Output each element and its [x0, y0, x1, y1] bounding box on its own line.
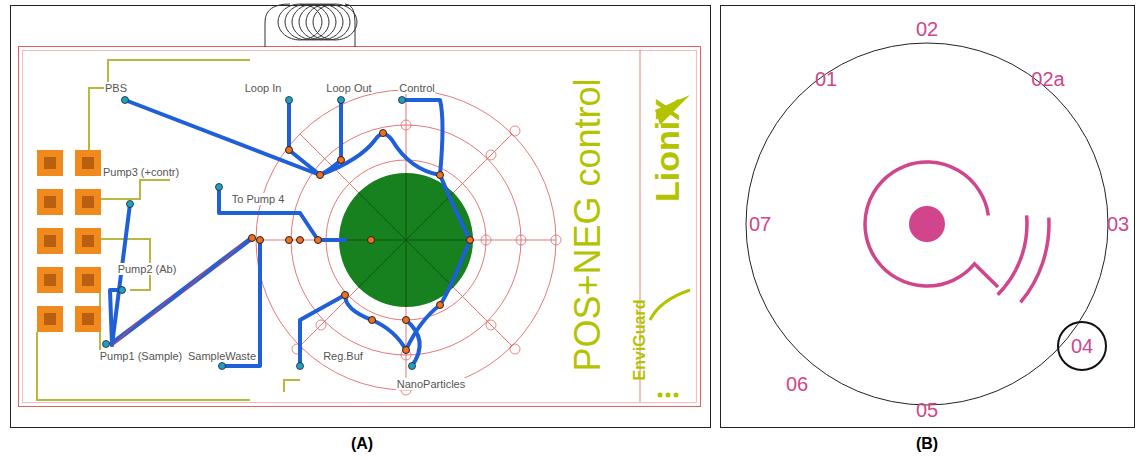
port-label: PBS: [104, 82, 128, 94]
port-number: 06: [786, 373, 808, 395]
port-label: Loop In: [244, 82, 283, 94]
port-label: Control: [398, 82, 435, 94]
port-number: 01: [815, 68, 837, 90]
highlight-circle: 04: [1057, 321, 1107, 371]
logo-text: LioniX: [649, 98, 686, 202]
port-label: Pump2 (Ab): [117, 263, 178, 275]
port-number: 05: [916, 399, 938, 421]
port-number: 03: [1107, 213, 1129, 235]
panel-caption: (B): [916, 435, 938, 453]
port-label: Pump3 (+contr): [102, 166, 180, 178]
port-label: NanoParticles: [396, 378, 466, 390]
logo-text: EnviGuard: [631, 300, 649, 381]
port-number: 02: [916, 18, 938, 40]
port-number: 02a: [1031, 68, 1064, 90]
port-number: 04: [1071, 335, 1093, 358]
panel-caption: (A): [351, 435, 373, 453]
port-label: Pump1 (Sample): [99, 350, 184, 362]
port-label: Reg.Buf: [322, 350, 364, 362]
port-label: SampleWaste: [187, 350, 257, 362]
port-number: 07: [749, 213, 771, 235]
port-label: To Pump 4: [231, 193, 286, 205]
chip-title: POS+NEG control: [568, 78, 608, 371]
port-label: Loop Out: [325, 82, 372, 94]
